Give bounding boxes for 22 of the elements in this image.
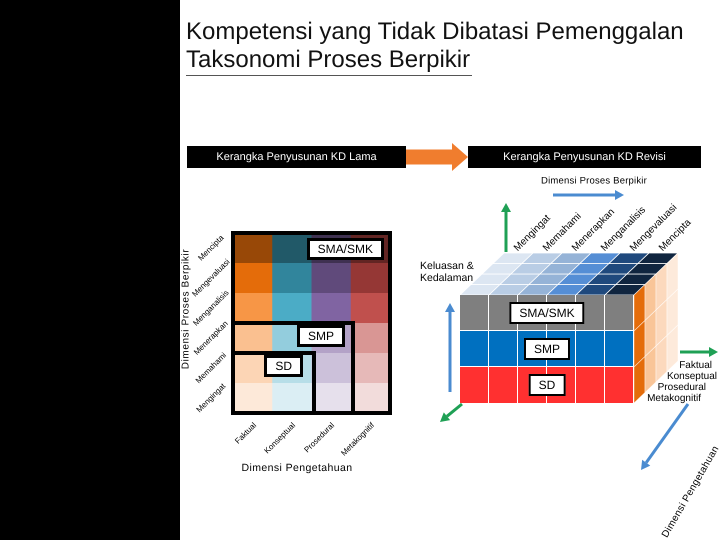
level-band	[460, 367, 634, 403]
level-label: SMA/SMK	[509, 302, 585, 324]
axis-title: Dimensi Pengetahuan	[242, 462, 352, 474]
axis-title: Dimensi Proses Berpikir	[180, 248, 192, 370]
level-band	[460, 331, 634, 367]
knowledge-label: Prosedural	[658, 382, 706, 394]
header-bar: Kerangka Penyusunan KD Revisi	[468, 146, 701, 168]
level-band	[460, 295, 634, 331]
arrow	[406, 143, 468, 171]
level-label: SMA/SMK	[306, 238, 384, 260]
slide-title: Kompetensi yang Tidak Dibatasi Pemenggalan Taksonomi Proses Berpikir	[186, 18, 685, 74]
level-region	[231, 231, 392, 415]
level-label: SMP	[296, 325, 345, 347]
knowledge-label: Metakognitif	[647, 393, 701, 404]
level-label: SMP	[524, 338, 570, 360]
level-label: SD	[528, 374, 566, 396]
header-bar: Kerangka Penyusunan KD Lama	[187, 146, 406, 168]
axis-title: Dimensi Proses Berpikir	[541, 176, 647, 188]
axis-title: Keluasan & Kedalaman	[420, 260, 475, 284]
knowledge-label: Konseptual	[666, 371, 717, 382]
level-label: SD	[264, 355, 303, 377]
knowledge-label: Faktual	[679, 360, 712, 372]
